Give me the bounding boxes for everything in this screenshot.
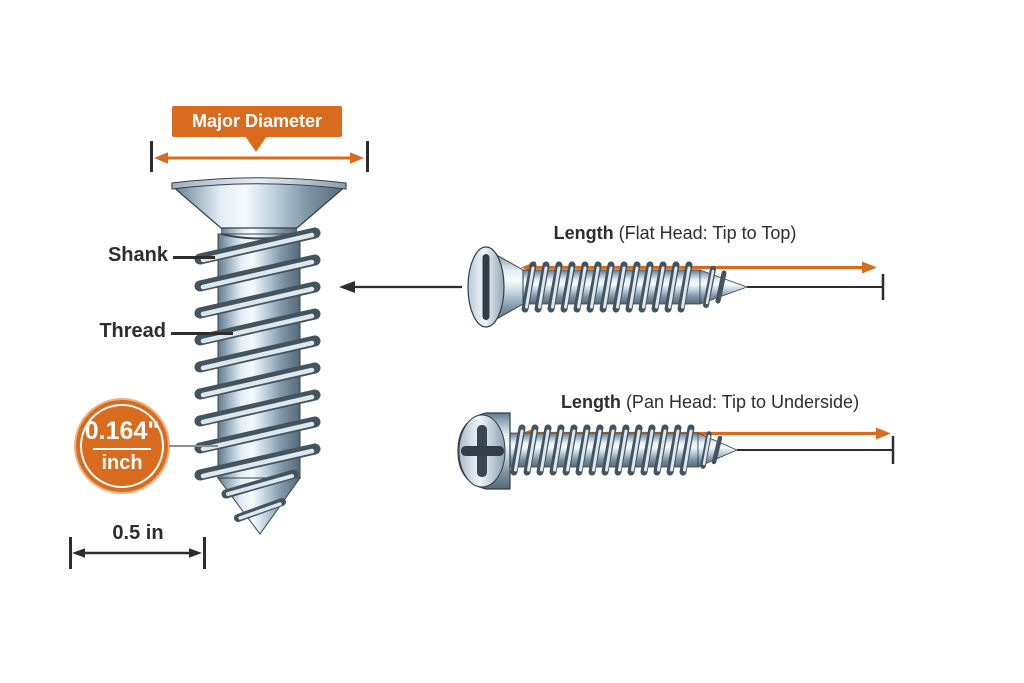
thread-label: Thread	[99, 320, 166, 342]
diameter-value: 0.164"	[84, 417, 160, 446]
screw-head	[170, 177, 348, 229]
screw-shank-and-threads	[194, 227, 321, 535]
badge-divider	[93, 448, 151, 450]
comparison-pointer-arrow	[339, 281, 462, 293]
thread-leader-line	[171, 332, 233, 335]
major-diameter-tick-right	[366, 141, 369, 172]
scale-arrow	[72, 548, 202, 558]
pan-head-length-label: Length (Pan Head: Tip to Underside)	[530, 392, 890, 413]
slot-drive	[482, 254, 490, 320]
flat-oval-head	[467, 246, 524, 328]
shank-leader-line	[173, 256, 215, 259]
pan-head-screw-illustration	[457, 412, 895, 490]
major-diameter-label: Major Diameter	[191, 111, 323, 131]
scale-tick-left	[69, 537, 72, 569]
flat-head-screw-illustration	[467, 246, 885, 328]
callout-pointer	[245, 136, 267, 152]
scale-label: 0.5 in	[112, 522, 164, 544]
phillips-horizontal-slot	[461, 446, 504, 456]
diameter-badge: 0.164" inch	[76, 400, 168, 492]
major-diameter-tick-left	[150, 141, 153, 172]
scale-tick-right	[203, 537, 206, 569]
diameter-leader-line	[169, 445, 218, 447]
flat-head-length-label-rest: (Flat Head: Tip to Top)	[613, 223, 797, 243]
threads	[521, 261, 727, 313]
diameter-unit: inch	[101, 451, 143, 474]
threads	[510, 424, 723, 476]
pan-head-length-label-rest: (Pan Head: Tip to Underside)	[620, 392, 860, 412]
major-diameter-callout: Major Diameter	[172, 106, 342, 137]
major-diameter-arrow	[154, 152, 364, 164]
shank-label: Shank	[107, 244, 168, 266]
pan-head-length-label-bold: Length	[560, 392, 621, 412]
flat-head-length-label: Length (Flat Head: Tip to Top)	[510, 223, 840, 244]
main-screw-illustration	[170, 177, 348, 535]
flat-head-length-label-bold: Length	[553, 223, 614, 243]
pan-head	[457, 412, 511, 490]
